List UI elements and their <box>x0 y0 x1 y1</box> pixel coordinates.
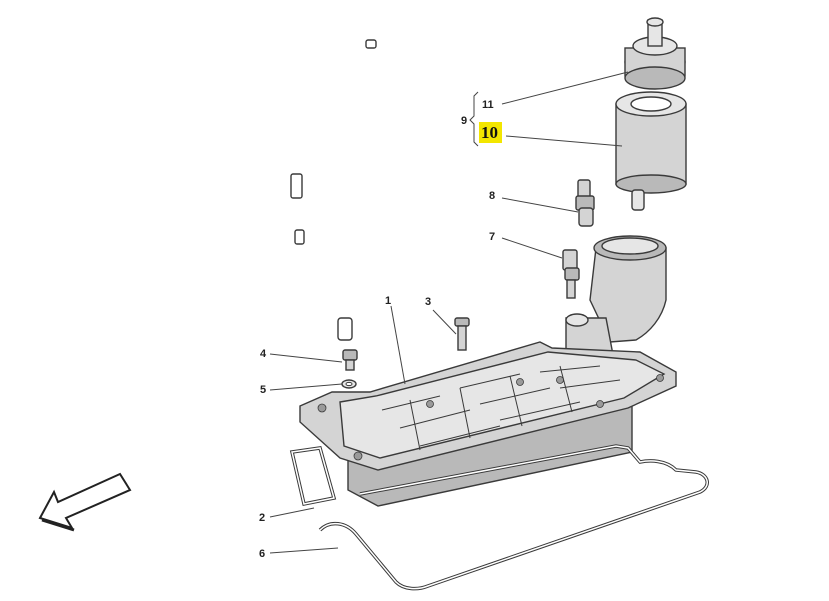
drain-plug[interactable] <box>342 349 358 371</box>
callout-10[interactable]: 10 <box>481 123 498 142</box>
callout-3[interactable]: 3 <box>425 296 431 308</box>
callout-11[interactable]: 11 <box>482 99 494 111</box>
callout-2[interactable]: 2 <box>259 512 265 524</box>
callout-6[interactable]: 6 <box>259 548 265 560</box>
temperature-sensor[interactable] <box>562 249 580 299</box>
callout-10-highlight <box>479 122 502 143</box>
oil-sump-body[interactable] <box>299 341 677 507</box>
callout-labels: 1 2 3 4 5 6 7 8 9 10 11 <box>259 99 502 560</box>
callout-7[interactable]: 7 <box>489 231 495 243</box>
callout-5[interactable]: 5 <box>260 384 266 396</box>
filter-housing[interactable] <box>565 235 667 365</box>
oil-filter-cartridge[interactable] <box>615 91 687 211</box>
callout-1[interactable]: 1 <box>385 295 391 307</box>
sealing-washer[interactable] <box>341 379 357 389</box>
front-direction-arrow <box>38 472 132 532</box>
sump-gasket[interactable] <box>318 444 709 591</box>
leader-lines <box>269 71 629 554</box>
dipstick-tube[interactable] <box>290 39 377 341</box>
oil-filter-cap[interactable] <box>624 17 686 90</box>
pressure-sensor[interactable] <box>575 179 595 227</box>
small-gasket[interactable] <box>289 446 337 507</box>
bolt[interactable] <box>454 317 470 351</box>
callout-8[interactable]: 8 <box>489 190 495 202</box>
callout-4[interactable]: 4 <box>260 348 267 360</box>
callout-9[interactable]: 9 <box>461 115 467 127</box>
